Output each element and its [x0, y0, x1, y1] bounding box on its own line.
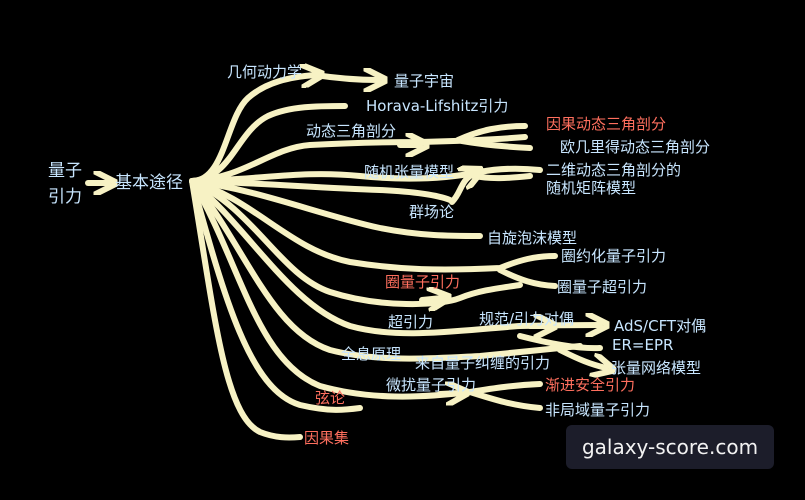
label-entanglement-gravity: 来自量子纠缠的引力: [415, 354, 551, 372]
arrow-supergravity: [419, 298, 442, 300]
arrow-perturbative: [437, 393, 460, 394]
label-group-field: 群场论: [409, 203, 455, 221]
label-causal-dt: 因果动态三角剖分: [546, 115, 667, 133]
watermark: galaxy-score.com: [566, 425, 774, 469]
label-er-epr: ER=EPR: [612, 336, 674, 354]
label-quantum-universe: 量子宇宙: [394, 72, 455, 90]
label-2d-dt: 二维动态三角剖分的 随机矩阵模型: [546, 161, 681, 197]
root-line-2: 引力: [48, 187, 82, 207]
label-spin-foam: 自旋泡沫模型: [487, 229, 578, 247]
label-loop-supergravity: 圈量子超引力: [557, 278, 648, 296]
label-holographic: 全息原理: [341, 345, 402, 363]
edge-string: [189, 178, 363, 413]
label-euclidean-dt: 欧几里得动态三角剖分: [560, 138, 711, 156]
label-geometrodynamics: 几何动力学: [227, 63, 303, 81]
label-gauge-gravity-duality: 规范/引力对偶: [479, 310, 575, 328]
label-asymptotic-safety: 渐进安全引力: [545, 376, 636, 394]
label-2d-dt-line-1: 二维动态三角剖分的: [546, 161, 682, 179]
label-string-theory: 弦论: [315, 389, 346, 407]
label-nonlocal: 非局域量子引力: [545, 401, 651, 419]
edge-causal-dt: [455, 123, 528, 143]
label-supergravity: 超引力: [388, 313, 434, 331]
label-dynamic-triangulation: 动态三角剖分: [306, 122, 397, 140]
edge-horava: [189, 103, 348, 184]
label-horava-lifshitz: Horava-Lifshitz引力: [366, 97, 509, 115]
edge-2d-dt: [467, 172, 533, 182]
root-label: 量子 引力: [48, 160, 82, 208]
edge-euclidean-dt: [459, 138, 533, 151]
edge-group-field-up: [449, 173, 475, 205]
edge-geometrodynamics: [189, 75, 315, 184]
edge-loop-qg: [189, 178, 558, 273]
label-tensor-network: 张量网络模型: [611, 359, 702, 377]
edge-perturbative: [189, 178, 543, 400]
edge-holographic: [189, 178, 583, 362]
edge-spin-foam: [189, 178, 483, 239]
label-ads-cft: AdS/CFT对偶: [614, 317, 707, 335]
label-2d-dt-line-2: 随机矩阵模型: [546, 179, 637, 197]
label-causal-sets: 因果集: [304, 429, 350, 447]
edge-supergravity: [189, 178, 523, 308]
label-random-tensor: 随机张量模型: [364, 163, 455, 181]
hub-label: 基本途径: [115, 173, 183, 193]
label-loop-qg: 圈量子引力: [385, 273, 461, 291]
label-loop-quantized-gravity: 圈约化量子引力: [561, 247, 667, 265]
edge-group-field: [189, 178, 453, 203]
label-perturbative: 微扰量子引力: [386, 376, 477, 394]
root-line-1: 量子: [48, 161, 82, 181]
edge-nonlocal: [467, 389, 543, 411]
edge-random-tensor: [189, 165, 543, 184]
edge-causal-sets: [189, 178, 303, 441]
edge-loop-super: [497, 267, 558, 289]
edge-quantum-universe: [312, 75, 378, 80]
edge-tensor-network: [557, 347, 606, 368]
